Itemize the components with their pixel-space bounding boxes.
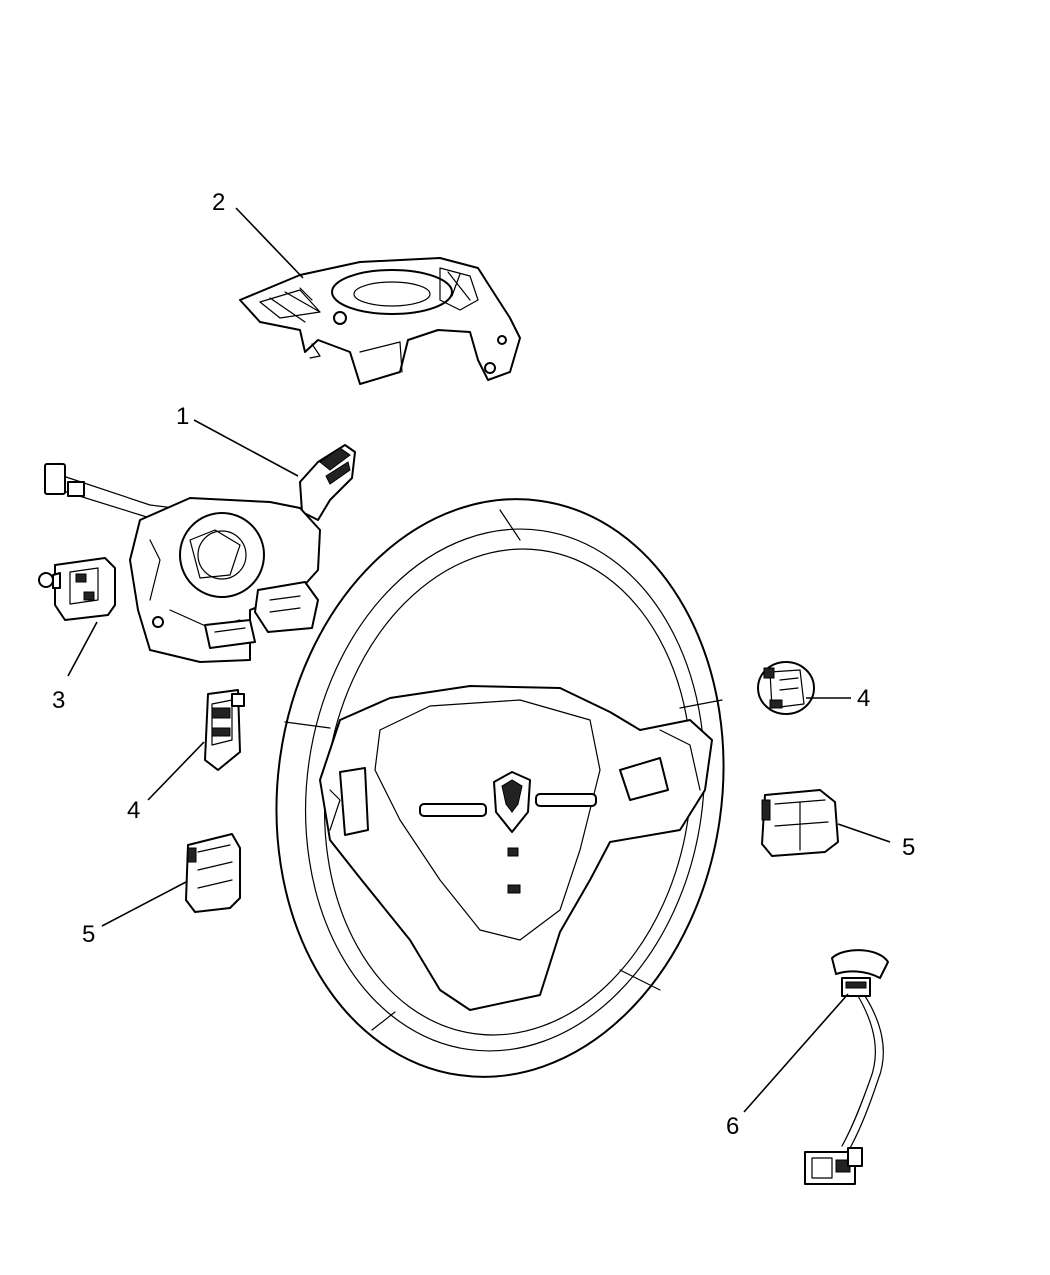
callout-5-left: 5	[82, 921, 95, 948]
callouts: 2 1 3 4 4 5 5 6	[52, 189, 915, 1140]
leader-line-5-left	[101, 881, 187, 927]
part-2-clockspring-housing	[239, 257, 521, 385]
part-4-left-switch	[204, 689, 245, 771]
leader-line-3	[67, 621, 98, 677]
leader-lines	[67, 207, 891, 1113]
callout-4-right: 4	[857, 685, 870, 712]
callout-5-right: 5	[902, 834, 915, 861]
leader-line-1	[193, 419, 299, 477]
callout-6: 6	[726, 1113, 739, 1140]
part-6-wire-harness	[804, 949, 889, 1185]
callout-4-left: 4	[127, 797, 140, 824]
leader-line-4-left	[147, 741, 205, 801]
callout-3: 3	[52, 687, 65, 714]
steering-wheel	[275, 498, 725, 1078]
part-1-multifunction-switch	[44, 444, 356, 663]
leader-line-6	[743, 993, 849, 1113]
leader-line-2	[235, 207, 304, 279]
part-4-right-switch	[757, 661, 815, 715]
part-5-right-switch	[761, 789, 839, 857]
callout-2: 2	[212, 189, 225, 216]
part-3-switch	[38, 557, 116, 621]
callout-1: 1	[176, 403, 189, 430]
leader-line-5-right	[837, 823, 891, 843]
part-5-left-switch	[185, 833, 241, 913]
